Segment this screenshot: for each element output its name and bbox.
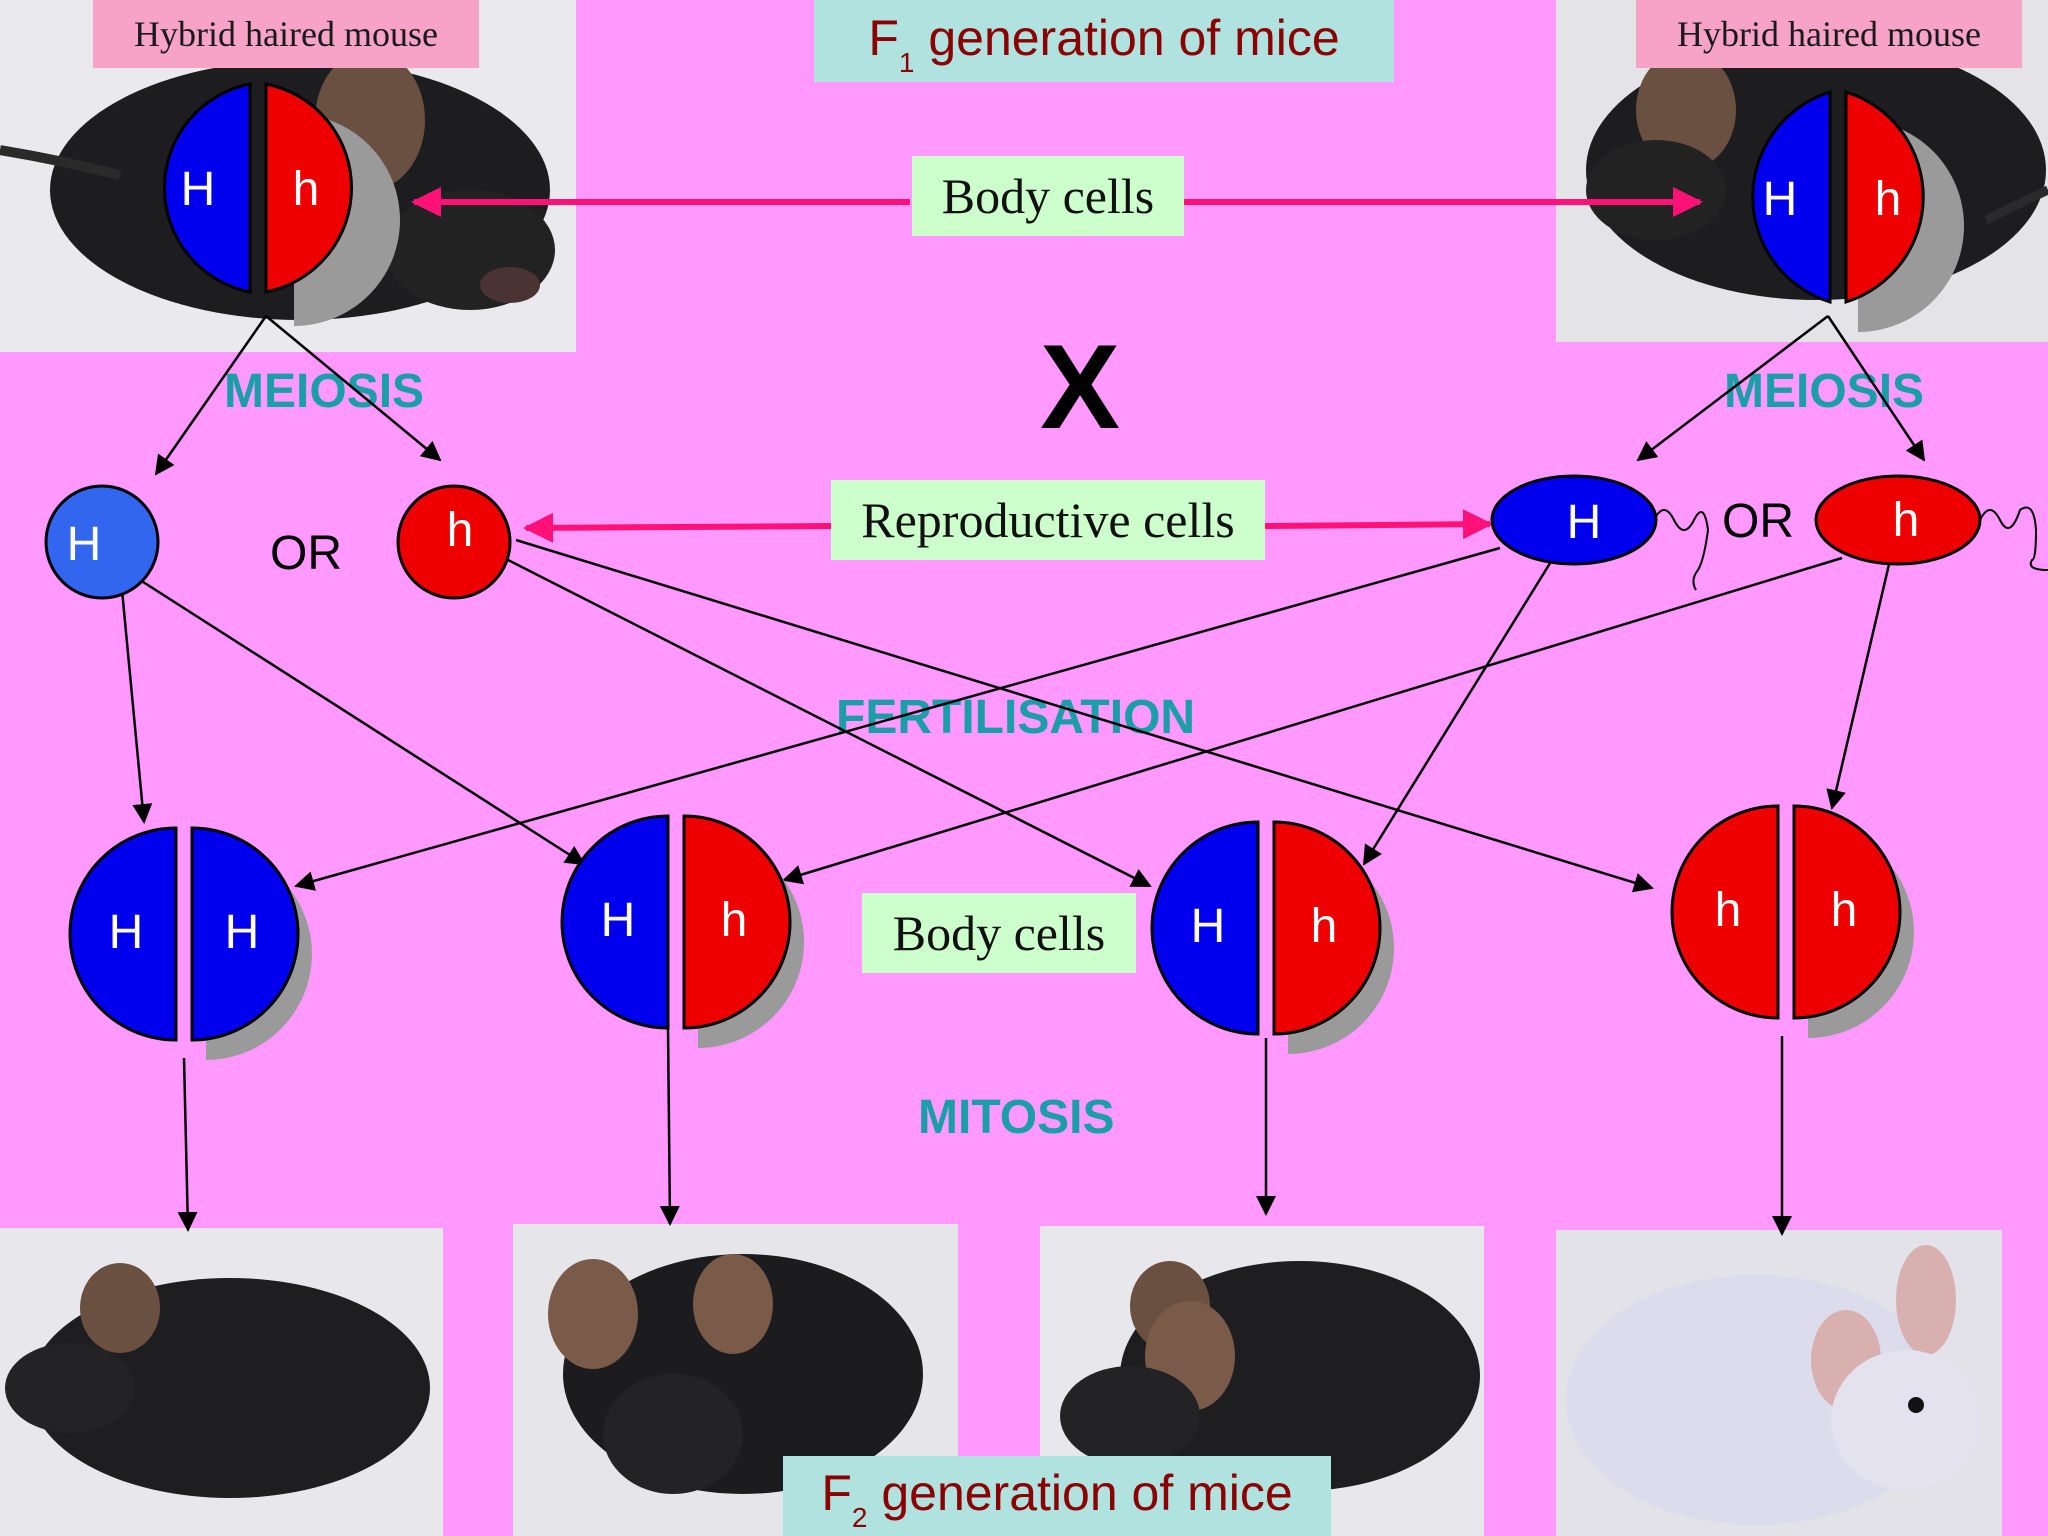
fertilisation-arrow — [782, 556, 1843, 885]
sperm-tail — [1979, 506, 2048, 571]
gamete-sperm-recessive: h — [1814, 474, 1982, 566]
gamete-egg-dominant: H — [44, 484, 160, 600]
f1-title: F1 generation of mice — [814, 0, 1394, 82]
chromosome-dominant — [1751, 89, 1832, 305]
parent-label-left: Hybrid haired mouse — [93, 0, 479, 68]
chromosome-left — [560, 814, 670, 1030]
reproductive-cells-arrow-right — [1264, 509, 1493, 540]
allele-label: h — [447, 504, 474, 557]
fertilisation-arrow — [120, 589, 153, 824]
f1-title-text: F1 generation of mice — [868, 10, 1340, 78]
parent-label-right-text: Hybrid haired mouse — [1677, 14, 1981, 54]
reproductive-cells-label-text: Reproductive cells — [861, 492, 1235, 548]
offspring-photo-1 — [0, 1228, 443, 1536]
chromosome-recessive — [1844, 89, 1925, 305]
reproductive-cells-label: Reproductive cells — [831, 480, 1265, 560]
meiosis-arrow — [1826, 315, 1926, 462]
cross-symbol: X — [1040, 320, 1121, 454]
allele-label: h — [1715, 884, 1742, 937]
gamete-sperm-dominant: H — [1490, 474, 1658, 566]
fertilisation-arrow — [1826, 559, 1892, 810]
allele-label: h — [1893, 494, 1920, 547]
mitosis-arrow — [659, 1027, 680, 1226]
meiosis-arrow — [154, 315, 268, 476]
chromosome-right — [190, 826, 300, 1042]
f2-title-text: F2 generation of mice — [821, 1465, 1293, 1533]
reproductive-cells-arrow-left — [523, 512, 832, 543]
body-cells-label-bottom: Body cells — [862, 893, 1136, 973]
allele-label: H — [1191, 900, 1226, 953]
allele-label: H — [601, 894, 636, 947]
fertilisation-arrow — [139, 578, 586, 866]
parent-cell-right: H h — [1751, 89, 1964, 332]
or-label-right: OR — [1722, 495, 1794, 548]
body-cells-label-top-text: Body cells — [941, 168, 1155, 224]
black-mouse-image — [0, 1228, 443, 1536]
allele-label: h — [1311, 900, 1338, 953]
allele-label: h — [1831, 884, 1858, 937]
chromosome-recessive — [264, 82, 353, 294]
allele-label: H — [1763, 173, 1798, 226]
chromosome-left — [68, 826, 178, 1042]
offspring-photo-3 — [1040, 1226, 1484, 1536]
fertilisation-arrow — [515, 538, 1654, 893]
gamete-egg-recessive: h — [396, 484, 512, 600]
allele-label: h — [293, 163, 320, 216]
black-mouse-image — [513, 1224, 958, 1536]
mitosis-arrow — [177, 1057, 198, 1232]
f2-title: F2 generation of mice — [783, 1456, 1331, 1536]
chromosome-right — [682, 814, 792, 1030]
meiosis-label-left: MEIOSIS — [224, 365, 425, 418]
allele-label: H — [181, 163, 216, 216]
parent-label-left-text: Hybrid haired mouse — [134, 14, 438, 54]
or-label-left: OR — [270, 527, 342, 580]
allele-label: h — [1875, 173, 1902, 226]
meiosis-arrow — [1636, 315, 1829, 462]
chromosome-right — [1272, 820, 1382, 1036]
chromosome-left — [1670, 804, 1780, 1020]
offspring-photo-4 — [1556, 1230, 2002, 1536]
allele-label: h — [721, 894, 748, 947]
body-cells-label-bottom-text: Body cells — [892, 905, 1106, 961]
fertilisation-arrow — [507, 558, 1152, 888]
parent-cell-left: H h — [163, 82, 400, 326]
chromosome-dominant — [163, 82, 252, 294]
chromosome-right — [1792, 804, 1902, 1020]
chromosome-left — [1150, 820, 1260, 1036]
allele-label: H — [109, 906, 144, 959]
meiosis-arrow — [265, 315, 442, 462]
allele-label: H — [1567, 496, 1602, 549]
sperm-tail — [1653, 509, 1710, 591]
hairless-mouse-image — [1556, 1230, 2002, 1536]
mitosis-label: MITOSIS — [918, 1091, 1115, 1144]
allele-label: H — [67, 518, 102, 571]
allele-label: H — [225, 906, 260, 959]
body-cells-label-top: Body cells — [912, 156, 1184, 236]
fertilisation-arrow — [294, 546, 1501, 891]
parent-label-right: Hybrid haired mouse — [1636, 0, 2022, 68]
fertilisation-arrow — [1362, 559, 1554, 866]
